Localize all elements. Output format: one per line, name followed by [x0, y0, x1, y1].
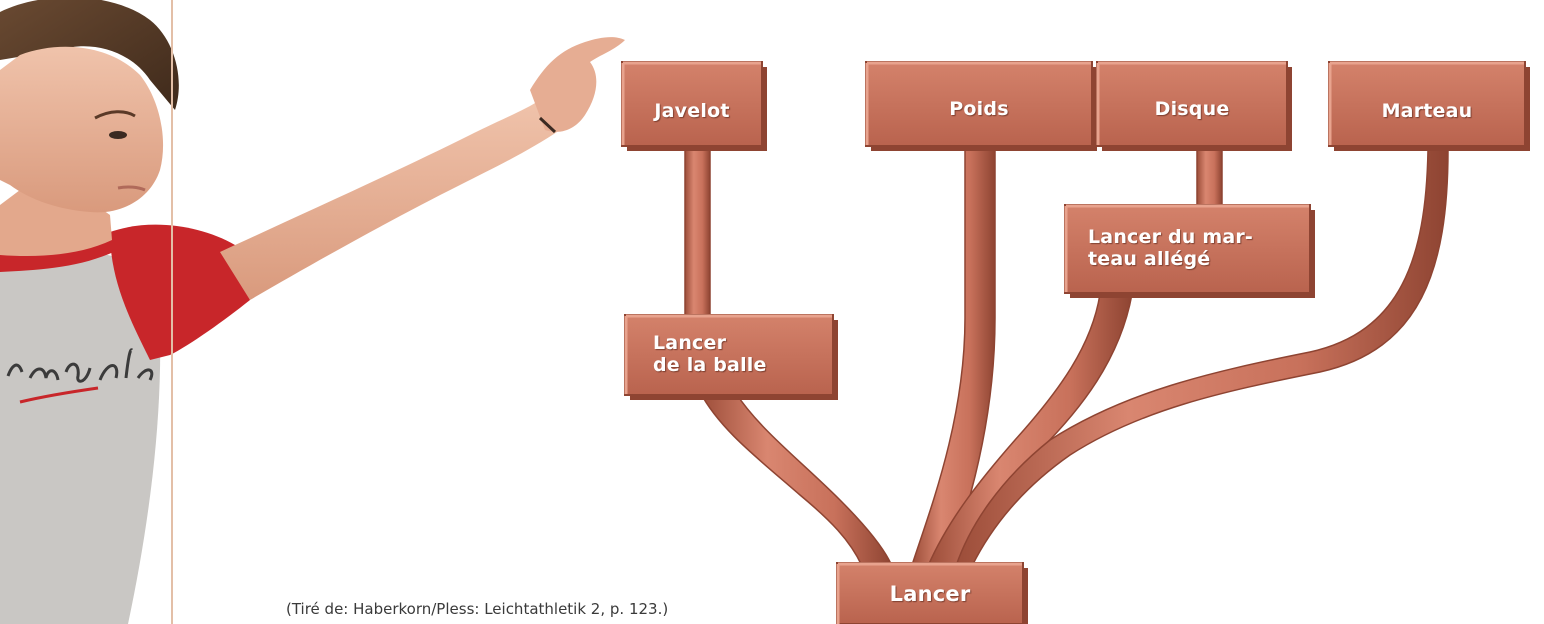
label-disque: Disque — [1097, 98, 1287, 120]
athlete-eye — [109, 131, 127, 139]
label-marteau: Marteau — [1329, 100, 1525, 122]
label-marteau-allege: Lancer du mar- teau allégé — [1088, 226, 1253, 270]
athlete-photo — [0, 0, 625, 624]
connector-balle-root — [700, 392, 892, 566]
label-balle: Lancer de la balle — [653, 332, 767, 376]
connector-disque-marteau-allege — [1197, 150, 1222, 205]
athlete-arm — [220, 100, 560, 300]
connector-javelot-balle — [685, 150, 710, 316]
athlete-hand — [530, 37, 625, 132]
label-javelot: Javelot — [622, 100, 762, 122]
source-citation: (Tiré de: Haberkorn/Pless: Leichtathleti… — [286, 600, 668, 618]
label-root-lancer: Lancer — [837, 582, 1023, 606]
label-poids: Poids — [866, 98, 1092, 120]
